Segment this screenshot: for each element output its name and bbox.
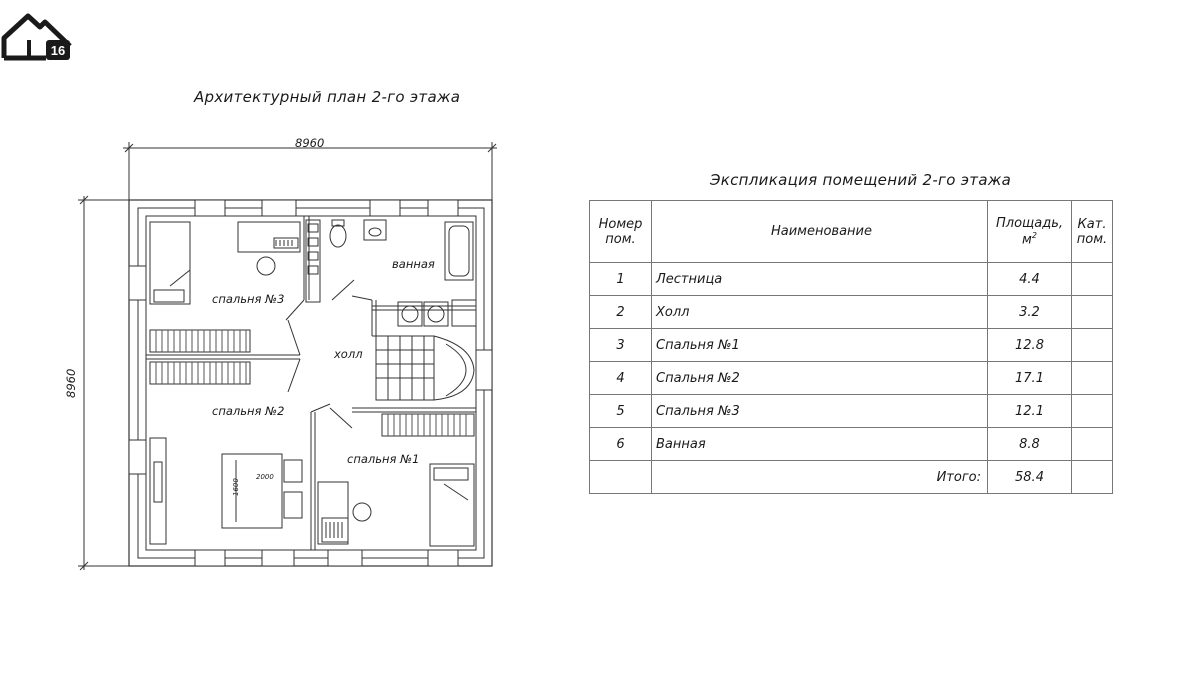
plan-title: Архитектурный план 2-го этажа [194, 88, 461, 106]
bed-length-label: 2000 [256, 473, 274, 481]
table-total-row: Итого: 58.4 [589, 460, 1113, 494]
room-label-bedroom-3: спальня №3 [212, 292, 285, 306]
house-logo-icon: 16 [0, 10, 76, 62]
table-row: 3 Спальня №1 12.8 [589, 328, 1113, 362]
explication-title: Экспликация помещений 2-го этажа [710, 171, 1012, 189]
room-label-bedroom-1: спальня №1 [347, 452, 420, 466]
floor-plan: 8960 8960 спальня №3 ванная холл спальня… [60, 130, 520, 590]
header-category: Кат.пом. [1071, 200, 1113, 263]
width-dimension-label: 8960 [295, 136, 325, 150]
total-label: Итого: [651, 460, 988, 494]
table-row: 2 Холл 3.2 [589, 295, 1113, 329]
room-label-bedroom-2: спальня №2 [212, 404, 285, 418]
room-label-hall: холл [334, 347, 363, 361]
header-area: Площадь,м2 [987, 200, 1072, 263]
height-dimension-label: 8960 [64, 368, 78, 398]
logo-badge-text: 16 [51, 43, 65, 58]
bed-width-label: 1600 [232, 478, 240, 496]
table-row: 5 Спальня №3 12.1 [589, 394, 1113, 428]
floor-plan-drawing [78, 142, 497, 571]
table-row: 1 Лестница 4.4 [589, 262, 1113, 296]
table-row: 6 Ванная 8.8 [589, 427, 1113, 461]
table-row: 4 Спальня №2 17.1 [589, 361, 1113, 395]
room-label-bathroom: ванная [392, 257, 435, 271]
total-area: 58.4 [987, 460, 1072, 494]
header-name: Наименование [651, 200, 988, 263]
